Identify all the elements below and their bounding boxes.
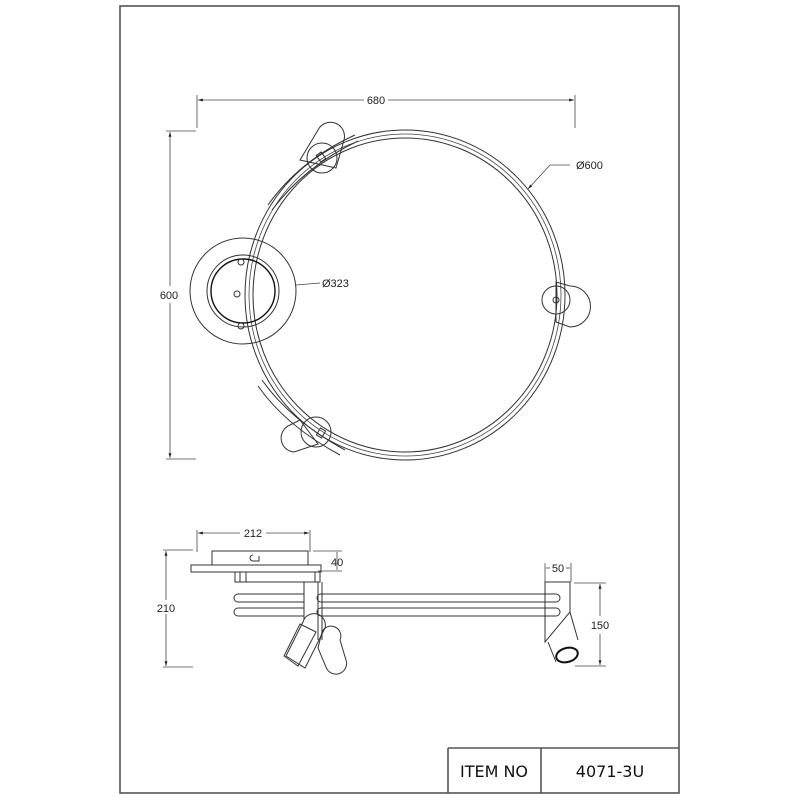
dimension-spot-width: 50 (544, 563, 572, 582)
dimension-canopy-height: 40 (313, 550, 343, 572)
title-block-item-number: 4071-3U (576, 762, 644, 781)
dimension-label-210: 210 (157, 603, 175, 615)
dimension-label-680: 680 (367, 95, 385, 107)
title-block-label: ITEM NO (460, 762, 528, 781)
top-view: 680 600 Ø600 (160, 95, 603, 461)
spotlight-lens-icon (555, 646, 579, 664)
side-view: 212 40 210 (157, 528, 609, 675)
connector-side (303, 582, 323, 640)
dimension-spot-height: 150 (574, 582, 609, 667)
canopy-side (190, 550, 322, 583)
dimension-ring-diameter: Ø600 (527, 160, 603, 190)
title-block: ITEM NO 4071-3U (447, 747, 679, 793)
canopy-top (189, 237, 297, 345)
screw-hole-icon (237, 258, 245, 266)
dimension-overall-height: 600 (160, 130, 196, 460)
dimension-side-overall-height: 210 (157, 549, 193, 668)
dimension-canopy-width: 212 (196, 528, 311, 552)
drawing-frame (119, 5, 680, 794)
spotlight-bottom-left (257, 379, 346, 456)
dimension-label-600: 600 (160, 290, 178, 302)
screw-hole-icon (237, 322, 245, 330)
dimension-label-150: 150 (591, 620, 609, 632)
rails-long (316, 593, 561, 617)
ring-track (244, 129, 566, 461)
screw-hole-icon (233, 290, 241, 298)
rails-left (233, 593, 304, 617)
dimension-label-212: 212 (244, 528, 262, 540)
spotlight-side-right (544, 581, 579, 664)
spotlight-side-left (283, 613, 348, 675)
dimension-overall-width: 680 (196, 95, 576, 128)
dimension-label-50: 50 (552, 563, 564, 575)
dimension-label-canopy: Ø323 (322, 278, 349, 290)
spotlight-top-left (267, 121, 359, 211)
dimension-label-40: 40 (331, 557, 343, 569)
spotlight-right (541, 281, 591, 328)
dimension-canopy-diameter: Ø323 (295, 278, 349, 290)
dimension-label-ring: Ø600 (576, 160, 603, 172)
